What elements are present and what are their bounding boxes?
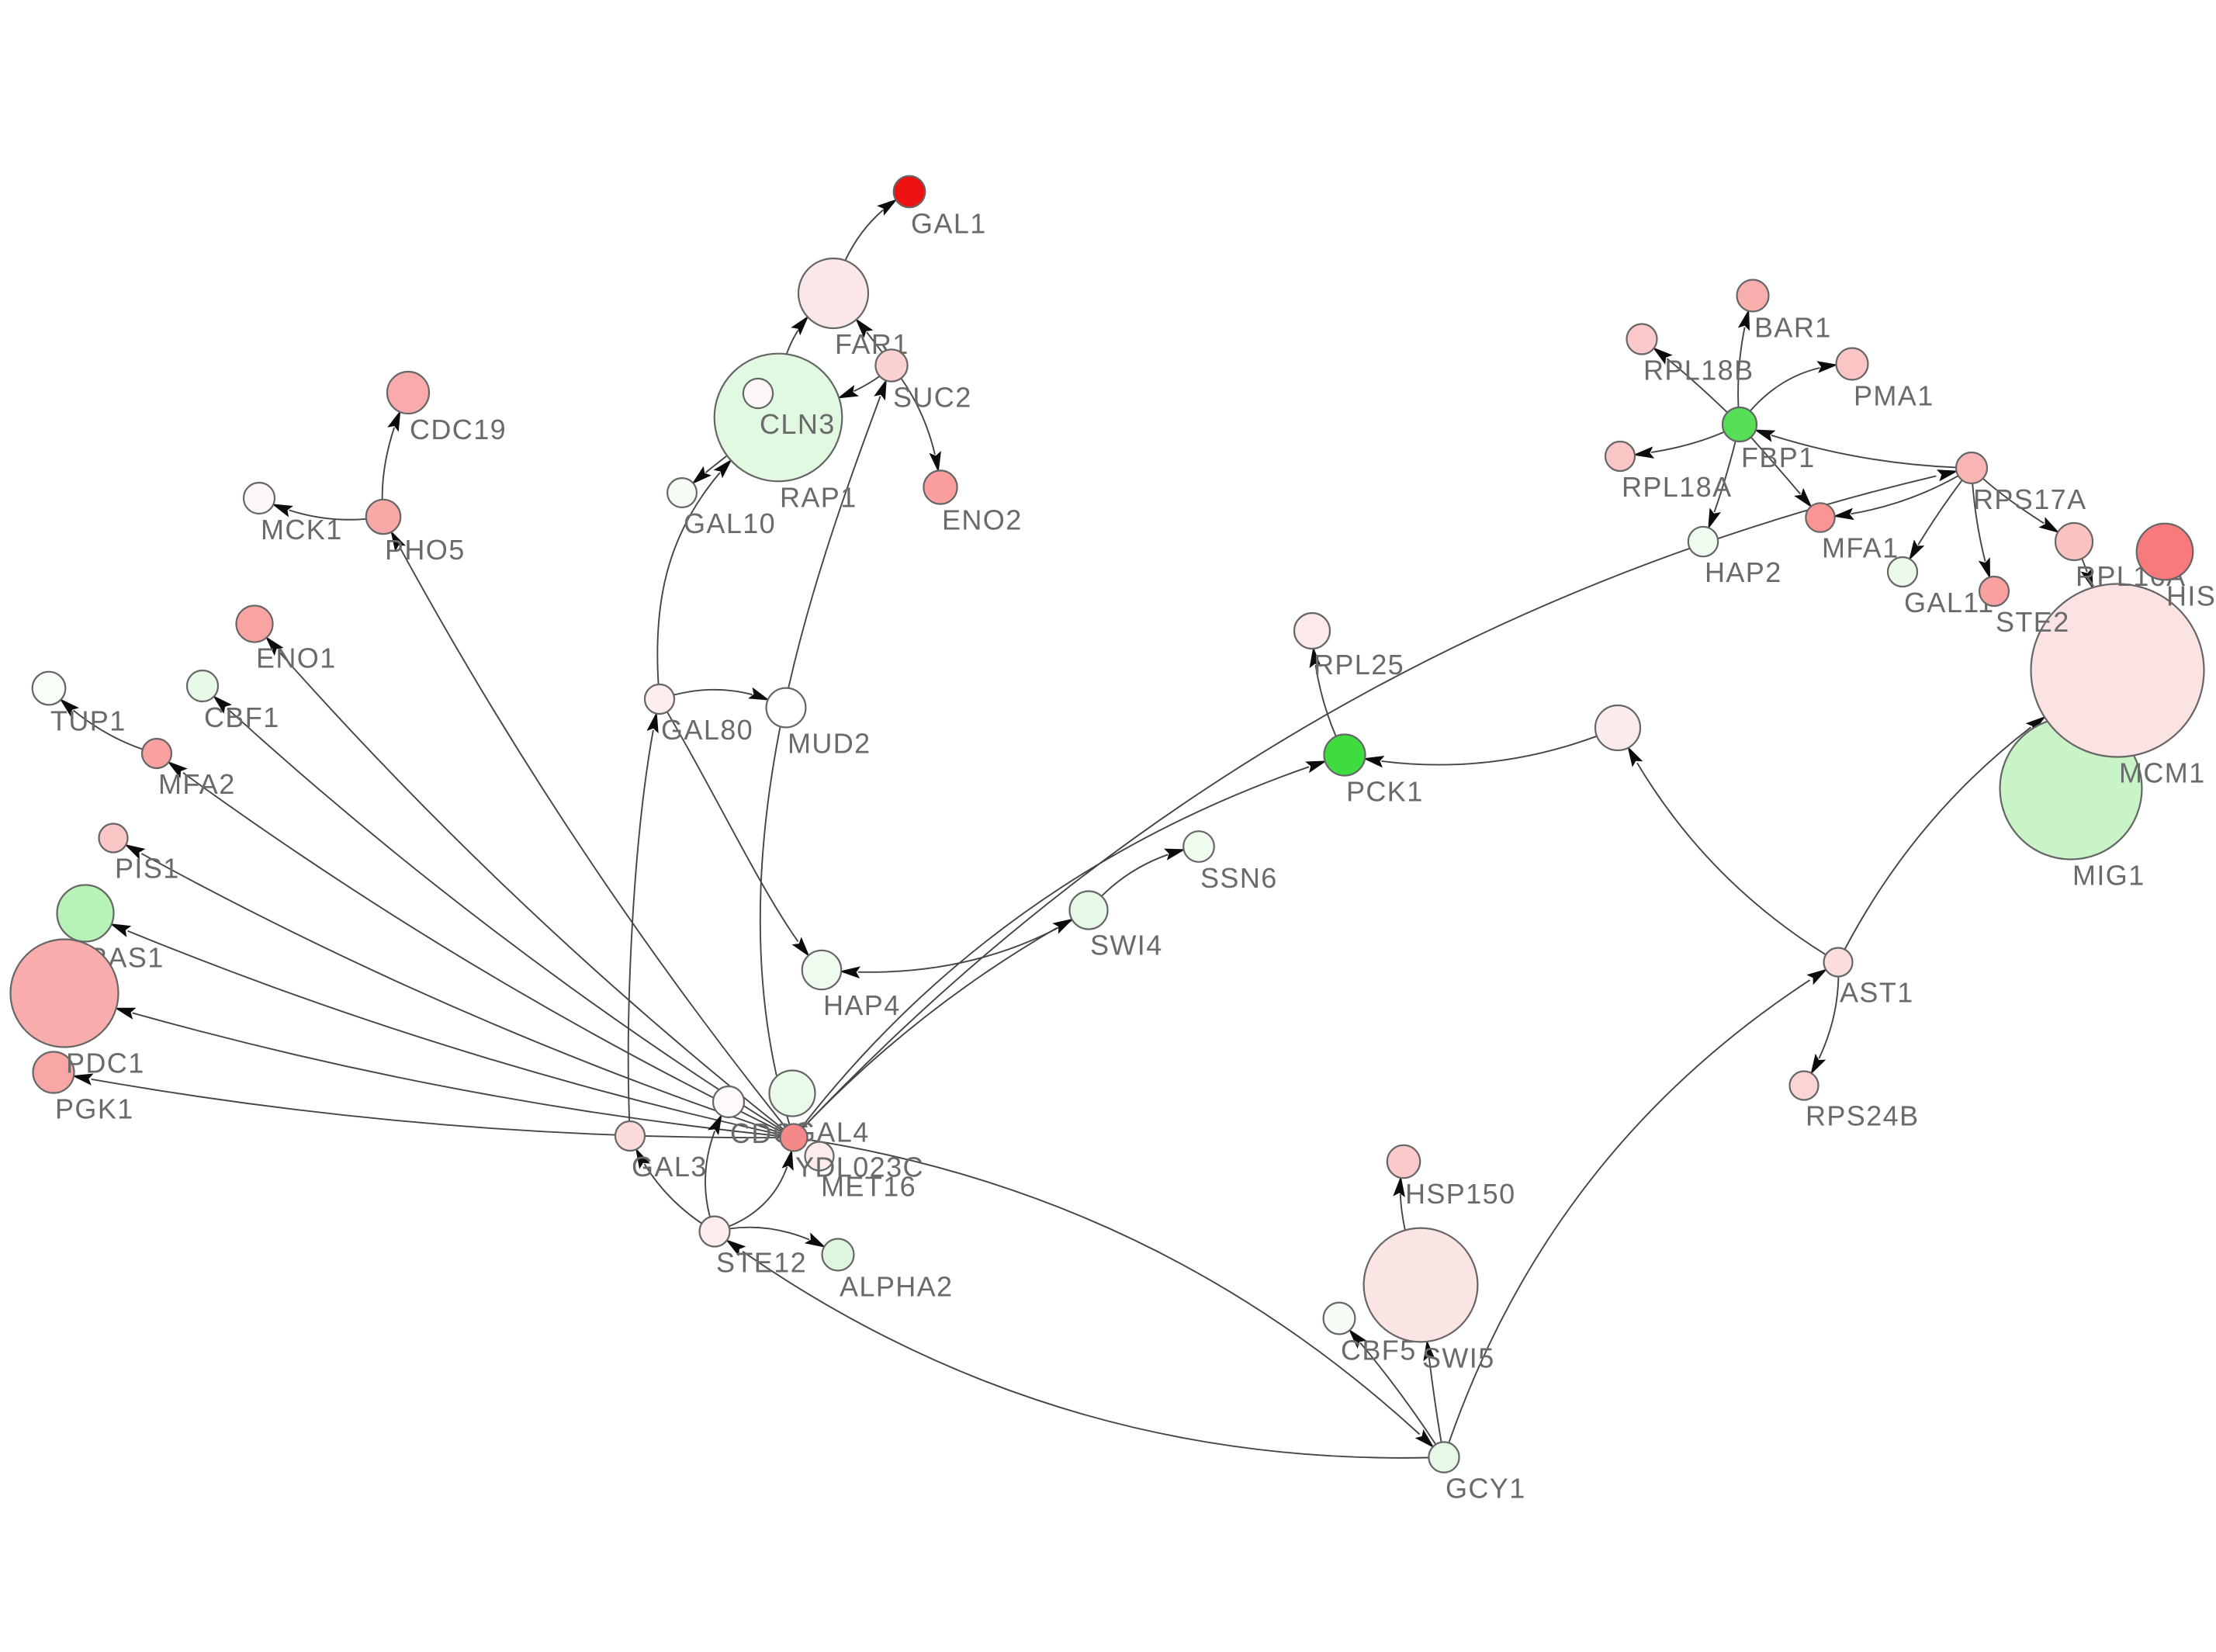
svg-text:GAL10: GAL10 (684, 507, 776, 539)
svg-text:HSP150: HSP150 (1405, 1178, 1516, 1210)
svg-text:BAR1: BAR1 (1754, 312, 1832, 344)
svg-text:RPS17A: RPS17A (1973, 483, 2086, 515)
svg-text:SSN6: SSN6 (1200, 862, 1278, 894)
svg-text:RPL18B: RPL18B (1643, 355, 1754, 386)
svg-text:GAL3: GAL3 (632, 1151, 708, 1183)
svg-text:PDC1: PDC1 (66, 1048, 145, 1079)
svg-text:ALPHA2: ALPHA2 (840, 1271, 953, 1303)
svg-text:CDC19: CDC19 (410, 414, 507, 445)
svg-text:PIS1: PIS1 (115, 853, 180, 885)
svg-text:SWI4: SWI4 (1090, 930, 1163, 961)
svg-text:PCK1: PCK1 (1346, 776, 1424, 808)
svg-text:AST1: AST1 (1840, 977, 1914, 1009)
svg-text:MET16: MET16 (821, 1171, 916, 1203)
svg-text:MFA2: MFA2 (158, 768, 236, 800)
svg-text:STE12: STE12 (716, 1247, 807, 1279)
svg-text:HIS4: HIS4 (2166, 580, 2216, 611)
svg-text:RPL18A: RPL18A (1622, 471, 1733, 503)
svg-text:HAP4: HAP4 (823, 989, 901, 1021)
svg-text:RAP1: RAP1 (780, 481, 857, 513)
svg-text:MIG1: MIG1 (2072, 860, 2145, 892)
svg-text:STE2: STE2 (1996, 606, 2070, 638)
svg-text:CBF1: CBF1 (204, 701, 280, 733)
svg-text:ENO1: ENO1 (256, 642, 337, 674)
svg-text:PMA1: PMA1 (1854, 380, 1934, 412)
svg-text:GAL1: GAL1 (911, 207, 987, 239)
svg-text:GAL11: GAL11 (1904, 587, 1994, 618)
svg-text:CBF5: CBF5 (1341, 1334, 1417, 1366)
svg-text:SUC2: SUC2 (893, 382, 972, 414)
svg-text:TUP1: TUP1 (50, 705, 126, 736)
svg-text:ENO2: ENO2 (942, 504, 1023, 536)
svg-text:MUD2: MUD2 (788, 727, 871, 759)
svg-text:SWI5: SWI5 (1422, 1342, 1495, 1373)
svg-text:RPS24B: RPS24B (1806, 1100, 1919, 1132)
svg-text:CLN3: CLN3 (760, 408, 836, 440)
svg-text:GAL80: GAL80 (661, 714, 753, 746)
svg-text:MCK1: MCK1 (261, 514, 343, 545)
svg-text:PHO5: PHO5 (385, 534, 466, 566)
svg-text:PGK1: PGK1 (55, 1093, 134, 1125)
svg-text:MCM1: MCM1 (2119, 757, 2206, 789)
svg-text:RPL25: RPL25 (1314, 649, 1404, 681)
svg-text:HAP2: HAP2 (1705, 556, 1782, 588)
svg-text:YDL023C: YDL023C (795, 1152, 924, 1183)
svg-text:FBP1: FBP1 (1741, 442, 1816, 473)
svg-text:MFA1: MFA1 (1822, 532, 1899, 564)
svg-text:GCY1: GCY1 (1446, 1473, 1526, 1505)
